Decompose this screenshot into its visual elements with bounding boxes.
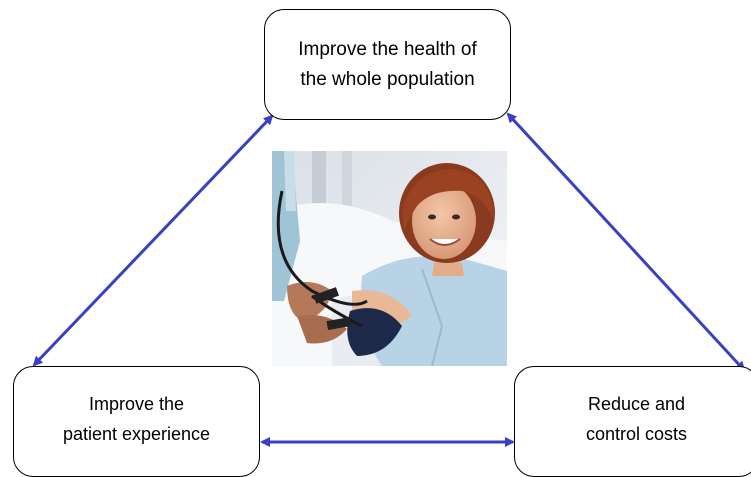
node-top-line2: the whole population xyxy=(300,68,475,90)
node-left-line1: Improve the xyxy=(88,393,185,414)
patient-blood-pressure-photo xyxy=(272,151,507,366)
node-left-line2: patient experience xyxy=(62,423,211,444)
node-top-line1: Improve the health of xyxy=(298,38,477,60)
node-right-line2: control costs xyxy=(585,423,688,444)
arrow-top-left xyxy=(32,114,274,367)
node-reduce-control-costs: Reduce and control costs xyxy=(514,366,751,477)
node-improve-population-health: Improve the health of the whole populati… xyxy=(264,9,511,120)
arrow-top-right xyxy=(506,112,746,372)
node-improve-patient-experience: Improve the patient experience xyxy=(13,366,260,477)
node-right-line1: Reduce and xyxy=(587,393,686,414)
